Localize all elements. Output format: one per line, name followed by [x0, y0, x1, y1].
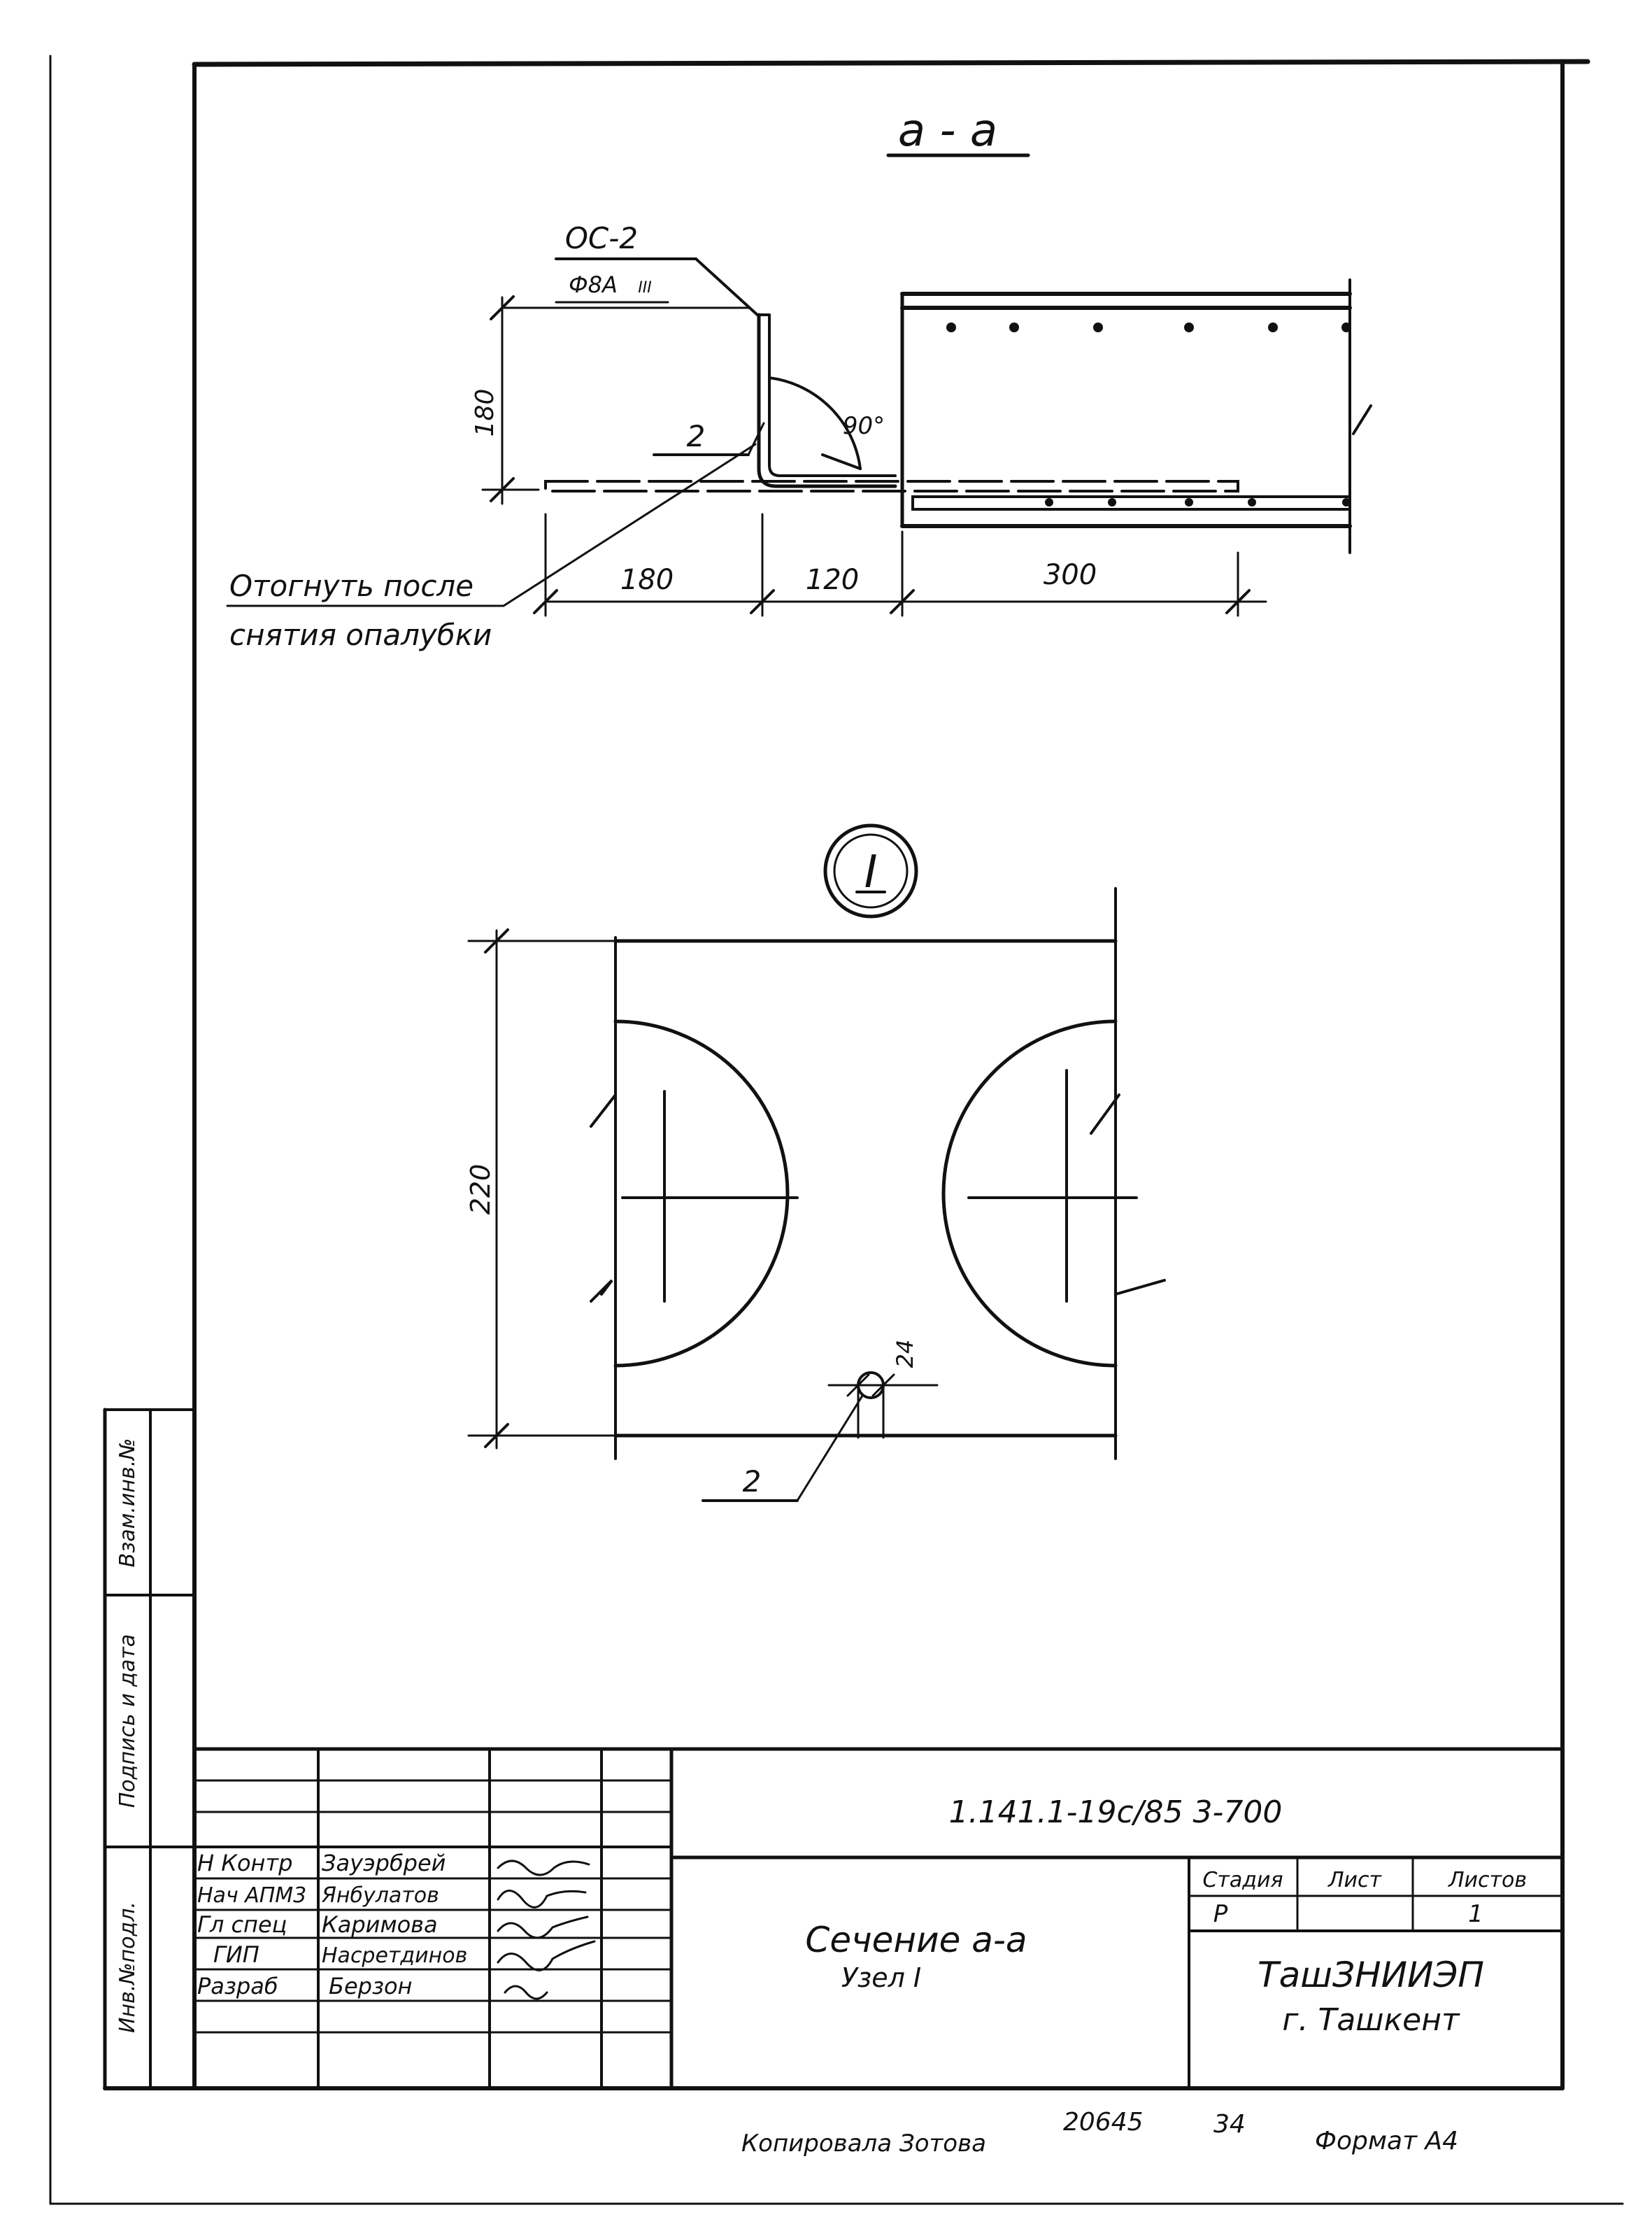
- bar-class-label: III: [638, 279, 651, 297]
- header-stage: Стадия: [1202, 1868, 1283, 1892]
- role-0: Н Контр: [197, 1850, 292, 1876]
- role-2: Гл спец: [197, 1911, 287, 1938]
- side-podpis-data: Подпись и дата: [115, 1634, 140, 1808]
- node-position-mark-2: 2: [743, 1464, 762, 1499]
- position-mark-2: 2: [687, 419, 706, 453]
- role-4: Разраб: [197, 1973, 278, 1999]
- doc-code: 1.141.1-19с/85 3-700: [949, 1794, 1283, 1830]
- name-0: Зауэрбрей: [322, 1850, 446, 1876]
- city: г. Ташкент: [1282, 2002, 1460, 2038]
- bar-mark-label: ОС-2: [565, 221, 638, 255]
- sheets-value: 1: [1468, 1900, 1483, 1928]
- angle-label: 90°: [843, 412, 885, 440]
- role-3: ГИП: [213, 1941, 259, 1968]
- copied-by: Копировала Зотова: [741, 2130, 986, 2158]
- side-stamp: Инв.№подл. Подпись и дата Взам.инв.№: [103, 1408, 196, 2090]
- header-sheets: Листов: [1448, 1868, 1527, 1892]
- dim-180: 180: [620, 564, 674, 596]
- dim-height-180: 180: [471, 389, 499, 437]
- organization: ТашЗНИИЭП: [1258, 1955, 1484, 1995]
- dim-height-220: 220: [465, 1164, 496, 1215]
- role-1: Нач АПМ3: [197, 1883, 306, 1908]
- title-block: 1.141.1-19с/85 3-700 Н Контр Зауэрбрей Н…: [192, 1747, 1565, 2090]
- dim-120: 120: [806, 564, 859, 596]
- sheet-title: Сечение а-а: [805, 1920, 1027, 1960]
- bar-diameter-label: Ф8А: [569, 271, 618, 298]
- dim-small-24: 24: [892, 1340, 918, 1368]
- format: Формат А4: [1315, 2127, 1458, 2155]
- section-title: а - а: [898, 105, 997, 157]
- side-inv-podl: Инв.№подл.: [115, 1901, 140, 2033]
- name-4: Берзон: [329, 1973, 412, 1999]
- node-view: I 220 24 2: [465, 823, 1166, 1502]
- name-3: Насретдинов: [322, 1943, 467, 1968]
- signatures: [497, 1860, 596, 2000]
- footer-number-2: 34: [1213, 2110, 1246, 2139]
- name-1: Янбулатов: [321, 1883, 439, 1908]
- section-view: а - а ОС-2 Ф8А III 90° 2: [226, 105, 1372, 652]
- stage-value: Р: [1213, 1900, 1228, 1928]
- side-vzam-inv: Взам.инв.№: [115, 1438, 140, 1568]
- rebar-dots: [946, 323, 1351, 507]
- node-label: I: [864, 847, 878, 898]
- note-line-2: снятия опалубки: [229, 618, 492, 652]
- sheet-subtitle: Узел I: [841, 1962, 921, 1993]
- sheet-frame: [49, 55, 1624, 2205]
- name-2: Каримова: [322, 1911, 438, 1938]
- footer-number-1: 20645: [1063, 2108, 1144, 2137]
- header-sheet: Лист: [1327, 1868, 1383, 1892]
- footer: Копировала Зотова 20645 34 Формат А4: [741, 2108, 1458, 2158]
- dim-300: 300: [1044, 559, 1097, 591]
- note-line-1: Отогнуть после: [229, 569, 473, 603]
